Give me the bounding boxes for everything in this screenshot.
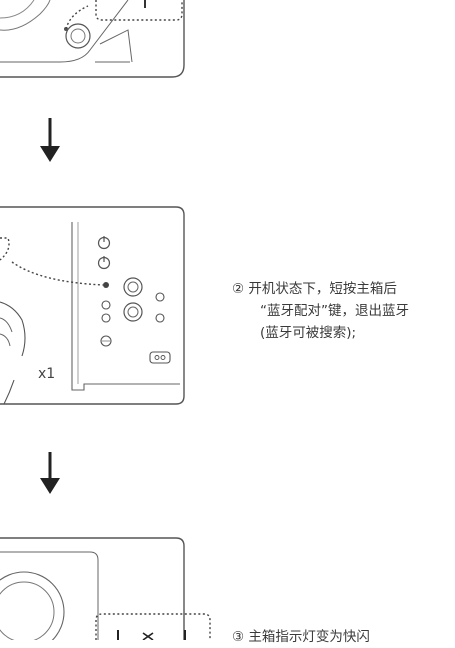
step2-line2: “蓝牙配对”键，退出蓝牙 xyxy=(260,303,409,319)
step2-line3: (蓝牙可被搜索); xyxy=(260,325,357,341)
step2-line1: ② 开机状态下，短按主箱后 xyxy=(232,281,397,297)
step3-line1: ③ 主箱指示灯变为快闪 xyxy=(232,629,370,645)
press-count-label: x1 xyxy=(38,366,56,382)
